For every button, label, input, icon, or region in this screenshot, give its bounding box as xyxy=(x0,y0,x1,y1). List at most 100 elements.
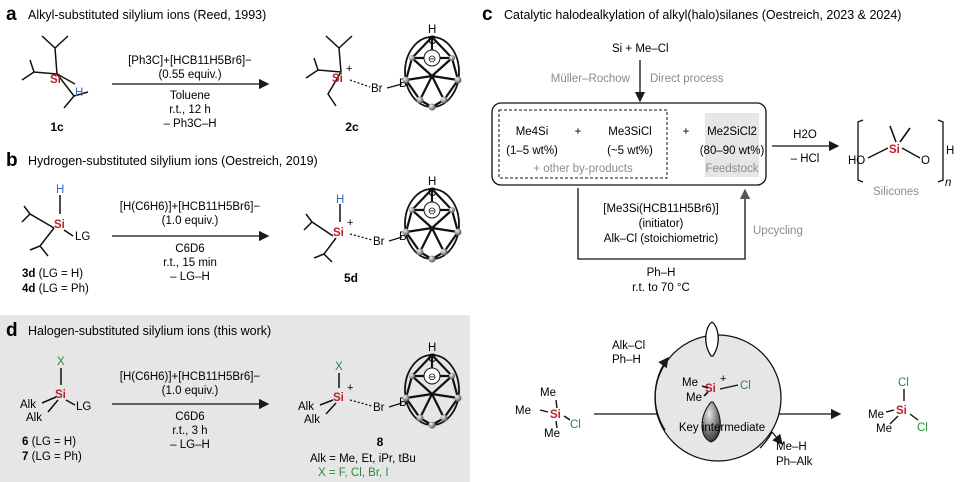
structure-5d: H Si + Br B H C xyxy=(303,176,463,264)
solvent-b: C6D6 xyxy=(175,243,204,255)
me4si: Me4Si xyxy=(516,126,549,138)
byproduct-d: – LG–H xyxy=(170,439,210,451)
svg-text:Me: Me xyxy=(682,377,698,389)
structure-1c: Si H xyxy=(21,35,89,109)
svg-text:Cl: Cl xyxy=(570,419,581,431)
solvent-d: C6D6 xyxy=(175,411,204,423)
svg-text:Cl: Cl xyxy=(898,377,909,389)
panel-d-letter: d xyxy=(6,320,18,341)
start-me3sicl: Me Me Me Si Cl xyxy=(515,387,581,440)
svg-text:Me: Me xyxy=(868,409,884,421)
byproduct-a: – Ph3C–H xyxy=(163,118,216,130)
cycle-release-arrow xyxy=(771,431,783,445)
svg-text:Alk: Alk xyxy=(26,412,42,424)
svg-text:LG: LG xyxy=(75,231,90,243)
start-4d: 4d (LG = Ph) xyxy=(22,283,89,295)
svg-text:HO: HO xyxy=(848,155,865,167)
equiv-b: (1.0 equiv.) xyxy=(162,215,219,227)
start-6: 6 (LG = H) xyxy=(22,436,76,448)
temp-c: r.t. to 70 °C xyxy=(632,282,690,294)
svg-text:Si: Si xyxy=(54,219,65,231)
svg-text:Si: Si xyxy=(550,409,561,421)
svg-text:Alk: Alk xyxy=(298,401,314,413)
reagent-a: [Ph3C]+[HCB11H5Br6]− xyxy=(128,55,252,67)
svg-text:Me: Me xyxy=(686,392,702,404)
cycle-out-meh: Me–H xyxy=(776,441,807,453)
svg-text:+: + xyxy=(346,63,352,75)
stoich-reagent: Alk–Cl (stoichiometric) xyxy=(604,233,719,245)
panel-b-title: Hydrogen-substituted silylium ions (Oest… xyxy=(28,154,318,168)
svg-text:+: + xyxy=(720,373,726,385)
svg-text:B: B xyxy=(399,231,407,243)
label-5d: 5d xyxy=(344,271,358,285)
other-byproducts: + other by-products xyxy=(533,163,633,175)
svg-text:Si: Si xyxy=(333,227,344,239)
temp-d: r.t., 3 h xyxy=(172,425,207,437)
svg-text:Br: Br xyxy=(373,236,385,248)
svg-text:Alk: Alk xyxy=(304,414,320,426)
structure-3d-4d: H Si LG xyxy=(21,184,90,257)
label-2c: 2c xyxy=(345,120,359,134)
solvent-a: Toluene xyxy=(170,90,210,102)
svg-text:Si: Si xyxy=(332,73,343,85)
svg-text:Alk: Alk xyxy=(20,399,36,411)
initiator: [Me3Si(HCB11H5Br6)] xyxy=(603,203,718,215)
product-me2sicl2: Cl Si Me Me Cl xyxy=(868,377,928,435)
hcl: – HCl xyxy=(791,153,820,165)
svg-text:X: X xyxy=(335,361,343,373)
reagent-b: [H(C6H6)]+[HCB11H5Br6]− xyxy=(120,201,261,213)
solvent-c: Ph–H xyxy=(647,267,676,279)
svg-text:Cl: Cl xyxy=(740,380,751,392)
upcycling-loop-arrow xyxy=(577,188,751,260)
reagent-d: [H(C6H6)]+[HCB11H5Br6]− xyxy=(120,371,261,383)
svg-text:Me: Me xyxy=(876,423,892,435)
key-intermediate-structure: Me Me Si + Cl xyxy=(682,321,751,443)
svg-text:Me: Me xyxy=(515,405,531,417)
x-definition: X = F, Cl, Br, I xyxy=(318,467,389,479)
svg-text:H: H xyxy=(56,184,64,196)
upcycling-label: Upcycling xyxy=(753,225,803,237)
start-3d: 3d (LG = H) xyxy=(22,268,83,280)
equiv-a: (0.55 equiv.) xyxy=(158,69,221,81)
svg-text:H: H xyxy=(75,87,83,99)
equiv-d: (1.0 equiv.) xyxy=(162,385,219,397)
svg-text:Me: Me xyxy=(540,387,556,399)
silicones-label: Silicones xyxy=(873,186,919,198)
feedstock-label: Feedstock xyxy=(705,163,758,175)
feedstock-box xyxy=(705,113,759,177)
temp-b: r.t., 15 min xyxy=(163,257,217,269)
initiator-note: (initiator) xyxy=(639,218,684,230)
svg-text:O: O xyxy=(921,155,930,167)
cycle-in-alkcl: Alk–Cl xyxy=(612,340,645,352)
svg-text:Si: Si xyxy=(896,405,907,417)
product-mixture-box xyxy=(491,102,767,186)
cycle-arrow-left xyxy=(654,356,669,431)
svg-text:H: H xyxy=(428,176,436,188)
svg-text:n: n xyxy=(945,177,951,189)
svg-text:C: C xyxy=(428,353,436,365)
cycle-in-phh: Ph–H xyxy=(612,354,641,366)
structure-6-7: X Si LG Alk Alk xyxy=(20,356,91,424)
svg-text:B: B xyxy=(399,78,407,90)
silicone-structure: HO Si O H n xyxy=(848,119,954,189)
panel-a-letter: a xyxy=(6,4,17,25)
top-reagents: Si + Me–Cl xyxy=(612,43,669,55)
svg-text:+: + xyxy=(347,382,353,394)
plus-1: + xyxy=(575,126,582,138)
svg-text:Si: Si xyxy=(50,74,61,86)
svg-text:Me: Me xyxy=(544,428,560,440)
panel-d-title: Halogen-substituted silylium ions (this … xyxy=(28,324,271,338)
svg-text:Si: Si xyxy=(705,383,716,395)
me4si-pct: (1–5 wt%) xyxy=(506,145,558,157)
svg-text:H: H xyxy=(336,194,344,206)
me3sicl-pct: (~5 wt%) xyxy=(607,145,653,157)
label-8: 8 xyxy=(377,435,384,449)
panel-c-letter: c xyxy=(482,4,493,25)
svg-text:Si: Si xyxy=(55,389,66,401)
cycle-out-phalk: Ph–Alk xyxy=(776,456,813,468)
proc-right: Direct process xyxy=(650,73,724,85)
me2sicl2: Me2SiCl2 xyxy=(707,126,757,138)
water: H2O xyxy=(793,129,817,141)
panel-c-title: Catalytic halodealkylation of alkyl(halo… xyxy=(504,8,901,22)
key-intermediate-label: Key intermediate xyxy=(679,422,765,434)
